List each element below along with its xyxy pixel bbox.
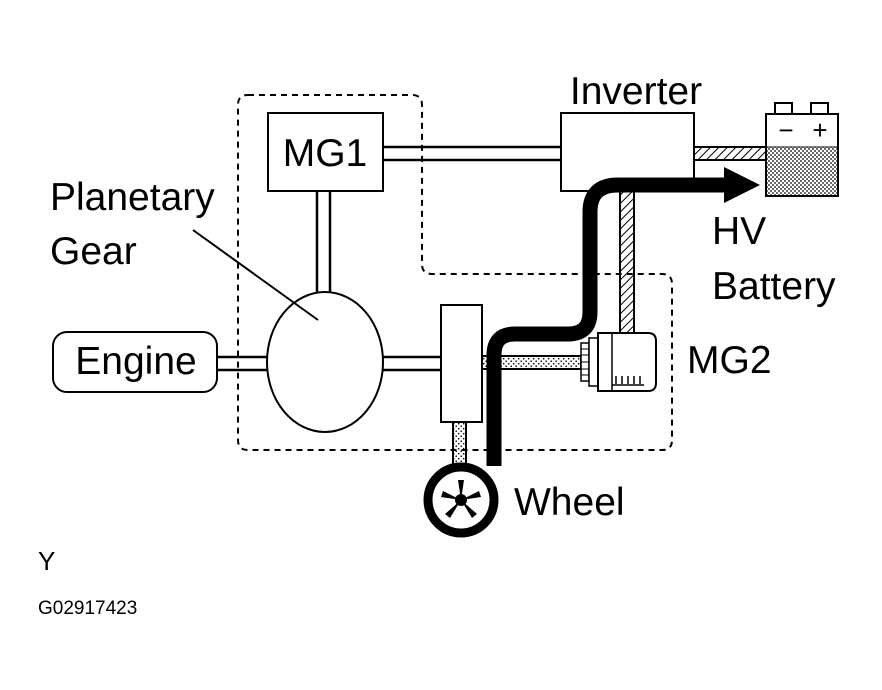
figure-code: G02917423 (38, 598, 137, 619)
mg1-label: MG1 (283, 132, 368, 175)
power-flow-arrowhead (724, 167, 760, 203)
planetary-leader-line (192, 229, 319, 321)
hv-battery-icon (765, 102, 839, 197)
mg2-motor-icon (580, 332, 657, 392)
inverter-mg2-link (619, 190, 635, 334)
view-letter: Y (38, 546, 55, 576)
planetary-label-line1: Planetary (50, 176, 215, 219)
planetary-label-line2: Gear (50, 230, 137, 273)
transaxle-boundary (237, 94, 673, 451)
shafts (217, 145, 561, 372)
engine-label: Engine (75, 340, 196, 383)
battery-plus-sign: + (812, 115, 827, 145)
engine-box (52, 331, 218, 393)
mg2-label: MG2 (687, 339, 772, 382)
battery-minus-sign: − (778, 115, 793, 145)
gear-wheel-link (452, 421, 467, 467)
planetary-gear (266, 291, 384, 433)
wheel-icon (423, 462, 499, 538)
reduction-gear-block (440, 304, 483, 423)
hv-battery-label-line1: HV (712, 210, 766, 253)
wheel-label: Wheel (514, 481, 625, 524)
inverter-label: Inverter (570, 70, 702, 113)
hv-battery-label-line2: Battery (712, 265, 836, 308)
mg1-box (267, 112, 384, 192)
power-flow-arrow (486, 177, 726, 466)
inverter-battery-link (693, 146, 767, 161)
